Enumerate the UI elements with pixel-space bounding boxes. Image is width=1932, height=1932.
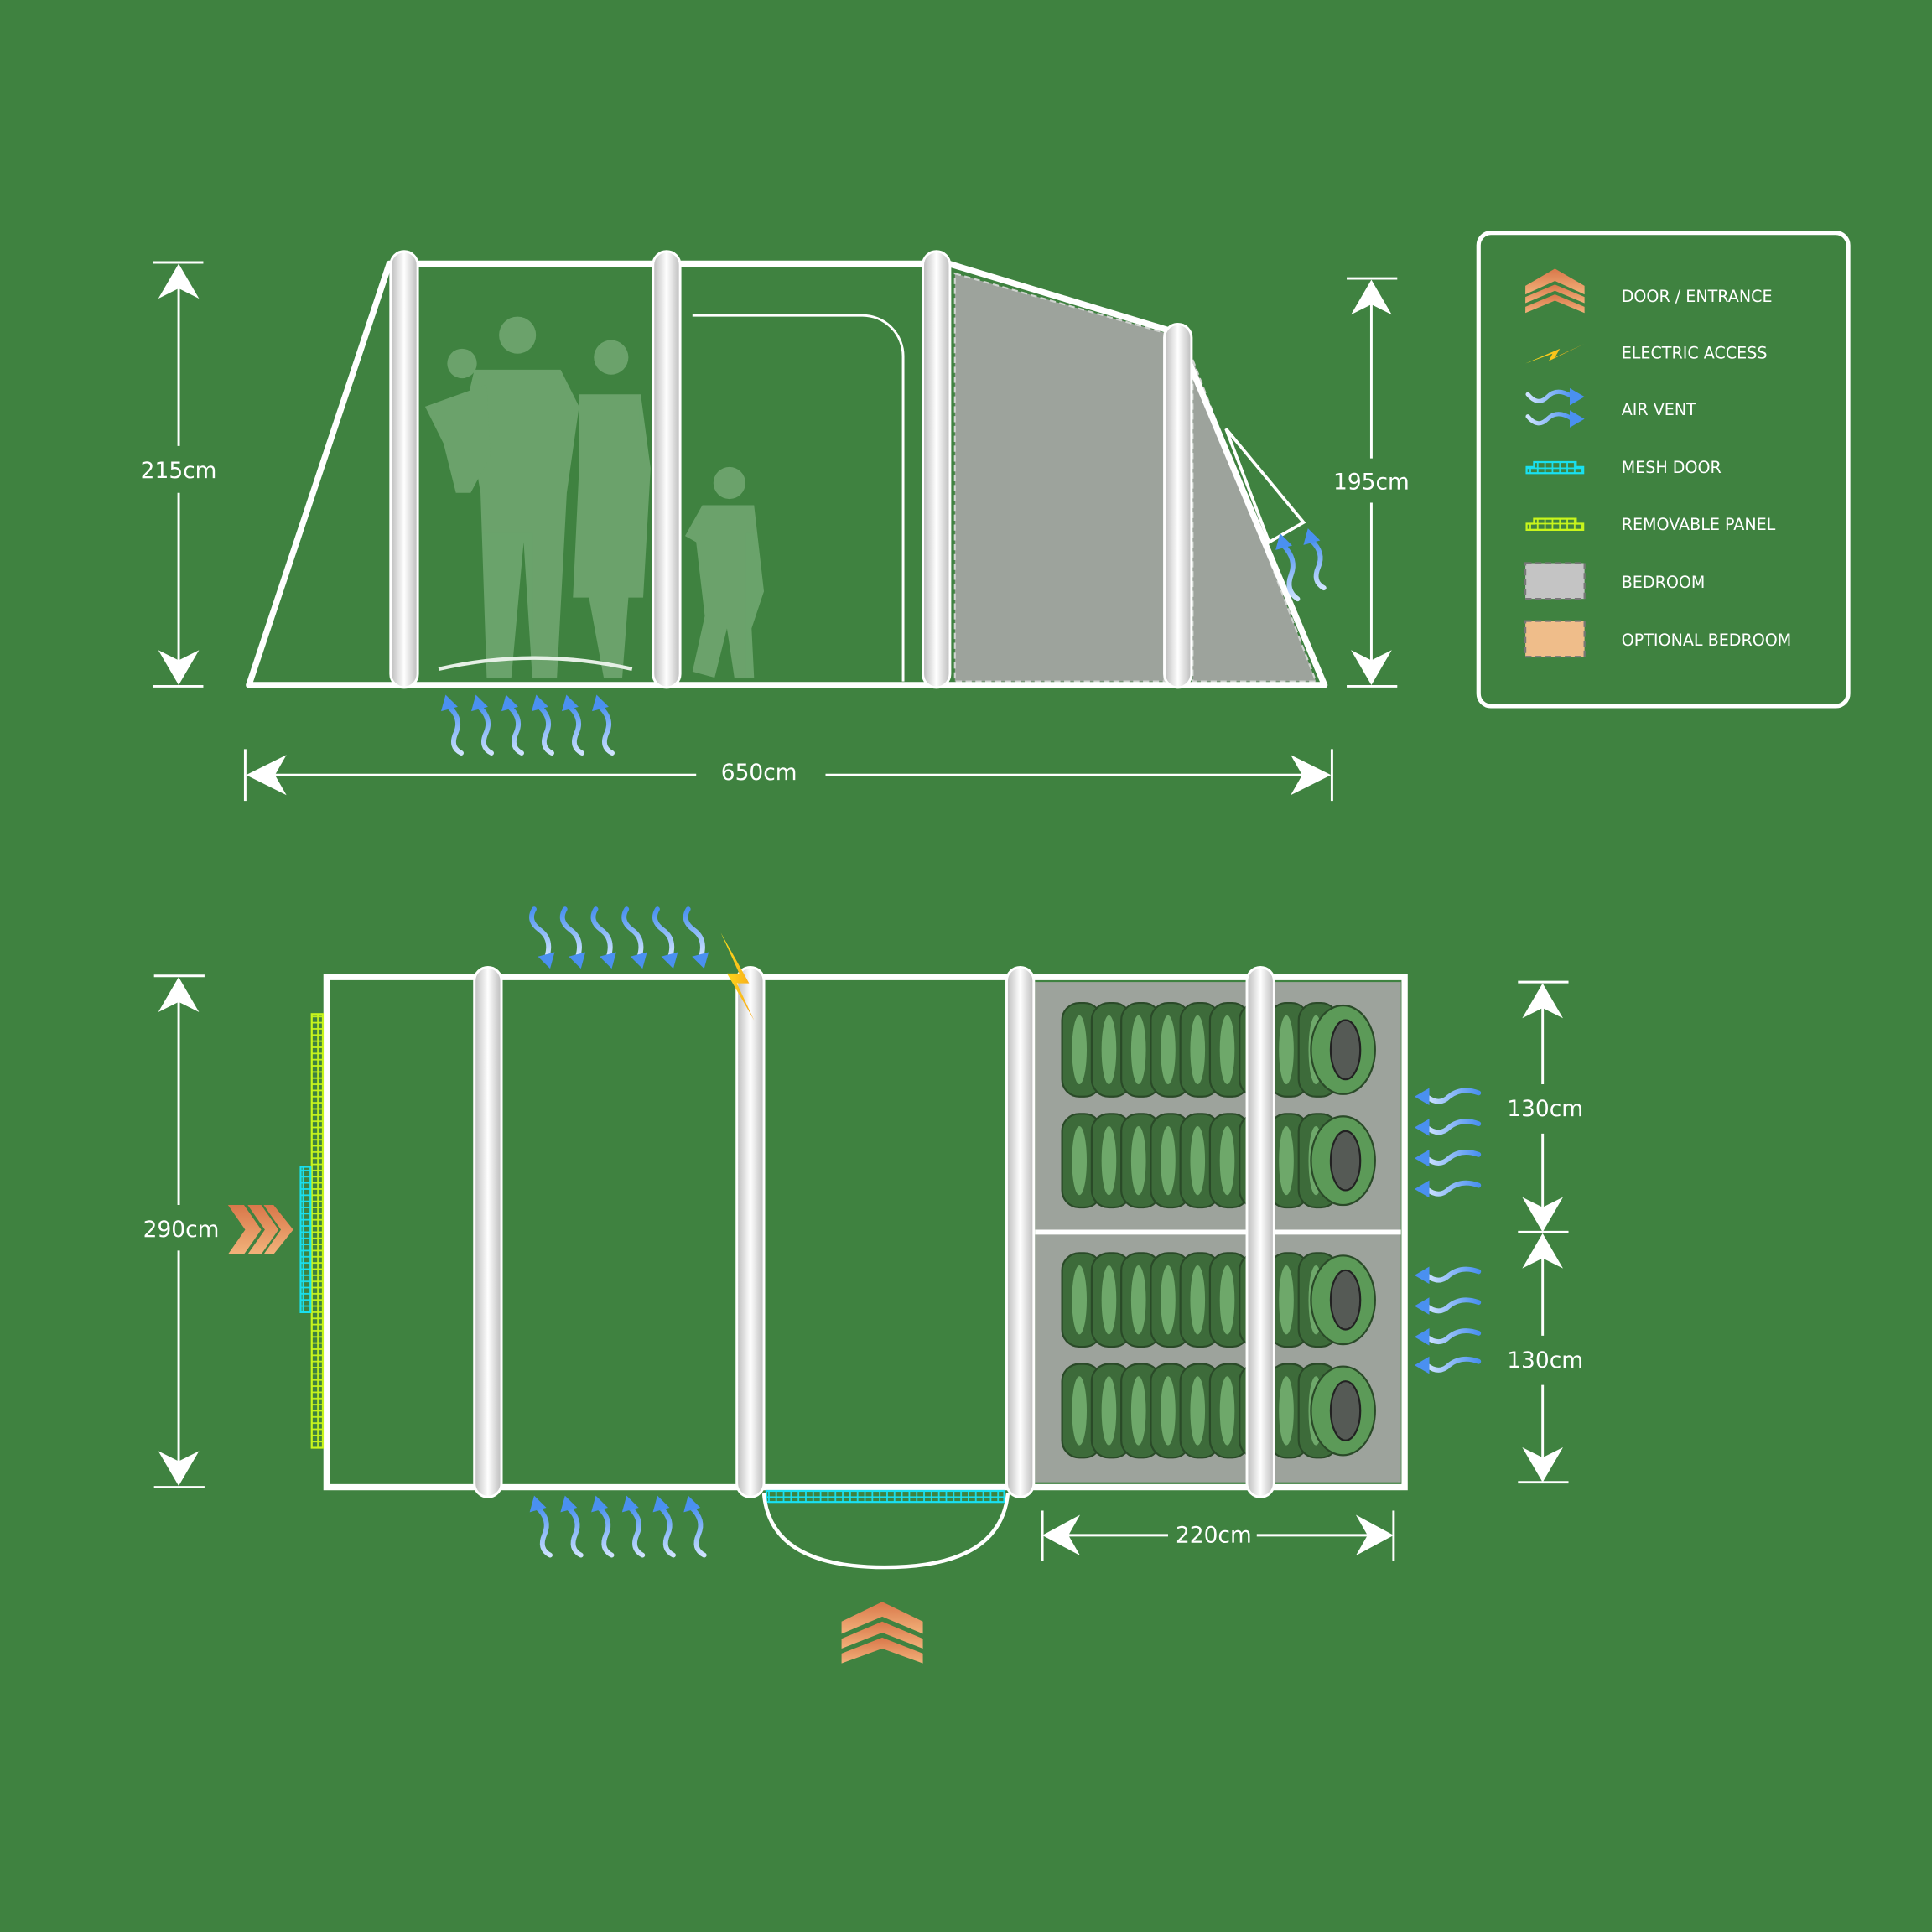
- dimension-label-front-height: 215cm: [141, 458, 217, 484]
- air-vent-icon: [591, 1495, 615, 1558]
- air-vents-side-rear: [1275, 528, 1327, 602]
- air-vent-icon: [683, 1495, 707, 1558]
- dimension-label-bedroom-b: 130cm: [1507, 1348, 1583, 1374]
- air-vent-icon: [652, 906, 678, 969]
- dimension-label-width: 290cm: [143, 1217, 220, 1243]
- air-vent-icon: [560, 1495, 584, 1558]
- legend-label-air-vent: AIR VENT: [1622, 400, 1696, 419]
- dimension-195: [1347, 277, 1398, 688]
- sleeping-bag: [1061, 1001, 1376, 1098]
- air-vent-icon: [532, 694, 554, 756]
- inner-door-outline: [692, 314, 905, 682]
- legend-label-bedroom: BEDROOM: [1622, 573, 1706, 592]
- air-vents-floor-rear: [1414, 1088, 1482, 1374]
- air-vent-icon: [471, 694, 494, 756]
- air-vent-icon: [441, 694, 464, 756]
- air-vent-icon: [529, 1495, 553, 1558]
- legend-label-removable-panel: REMOVABLE PANEL: [1622, 515, 1776, 534]
- air-vent-icon: [1414, 1356, 1482, 1374]
- poles-side: [389, 250, 1193, 689]
- dimension-290: [153, 974, 205, 1489]
- air-vents-floor-bottom: [529, 1495, 707, 1558]
- floor-plan: 290cm 130cm 130cm 220cm: [143, 906, 1583, 1664]
- dimension-label-bedroom-length: 220cm: [1176, 1523, 1252, 1549]
- front-door-icon: [227, 1205, 293, 1254]
- air-vent-icon: [590, 906, 616, 969]
- dimension-650: [243, 749, 1333, 802]
- air-vents-floor-top: [529, 906, 709, 969]
- porch-door-arc: [761, 1493, 1010, 1570]
- legend-label-electric: ELECTRIC ACCESS: [1622, 344, 1768, 363]
- air-vent-icon: [501, 694, 524, 756]
- air-vent-icon: [1303, 528, 1327, 591]
- bedroom-area-side: [953, 272, 1166, 683]
- air-vent-icon: [1525, 387, 1585, 428]
- air-vent-icon: [621, 906, 647, 969]
- sleeping-bag: [1061, 1363, 1376, 1459]
- air-vent-icon: [1414, 1266, 1482, 1285]
- hood-opening: [1329, 1130, 1362, 1192]
- legend-label-door: DOOR / ENTRANCE: [1622, 287, 1773, 306]
- dimension-220: [1041, 1510, 1395, 1561]
- poles-floor: [473, 966, 1275, 1498]
- air-vent-icon: [1414, 1149, 1482, 1167]
- sleeping-bag: [1061, 1113, 1376, 1209]
- sleeping-bags: [1061, 1001, 1376, 1459]
- legend-label-optional-bedroom: OPTIONAL BEDROOM: [1622, 631, 1792, 650]
- floor-light: [438, 656, 633, 672]
- air-vent-icon: [559, 906, 586, 969]
- legend-label-mesh-door: MESH DOOR: [1622, 458, 1722, 477]
- air-vent-icon: [1414, 1088, 1482, 1106]
- door-icon: [1525, 268, 1585, 314]
- air-vent-icon: [652, 1495, 676, 1558]
- mesh-door-left: [299, 1166, 312, 1314]
- electric-icon: [1525, 343, 1585, 364]
- air-vent-icon: [1414, 1328, 1482, 1346]
- dimension-label-length: 650cm: [721, 760, 797, 786]
- dimension-215: [153, 261, 204, 688]
- removable-panel-left: [310, 1013, 325, 1449]
- air-vents-side-bottom: [441, 694, 615, 756]
- tent-outline-side: [246, 260, 1328, 688]
- side-view: 215cm 195cm 650cm: [141, 250, 1410, 802]
- air-vent-icon: [1275, 533, 1301, 602]
- sleeping-bag: [1061, 1252, 1376, 1348]
- tent-outline-floor: [323, 974, 1408, 1491]
- electric-access-icon: [720, 932, 755, 1021]
- mesh-door-bottom: [765, 1489, 1005, 1504]
- legend: DOOR / ENTRANCE ELECTRIC ACCESS AIR VENT…: [1476, 231, 1851, 709]
- optional-bedroom-icon: [1524, 620, 1586, 658]
- air-vent-icon: [592, 694, 615, 756]
- air-vent-icon: [1414, 1180, 1482, 1198]
- mesh-door-icon: [1525, 460, 1585, 475]
- air-vent-icon: [621, 1495, 646, 1558]
- hood-opening: [1329, 1269, 1362, 1331]
- dimension-label-bedroom-a: 130cm: [1507, 1096, 1583, 1122]
- air-vent-icon: [562, 694, 584, 756]
- bedroom-icon: [1524, 562, 1586, 600]
- air-vent-icon: [1414, 1297, 1482, 1315]
- air-vent-icon: [1414, 1119, 1482, 1136]
- air-vent-icon: [529, 906, 555, 969]
- removable-panel-icon: [1525, 517, 1585, 531]
- air-vent-icon: [683, 906, 709, 969]
- family-silhouette: [424, 316, 765, 678]
- side-door-icon: [841, 1602, 923, 1664]
- dimension-label-rear-height: 195cm: [1333, 469, 1410, 495]
- hood-opening: [1329, 1380, 1362, 1441]
- vent-window: [1224, 428, 1306, 545]
- dimension-130: [1518, 980, 1569, 1484]
- hood-opening: [1329, 1019, 1362, 1081]
